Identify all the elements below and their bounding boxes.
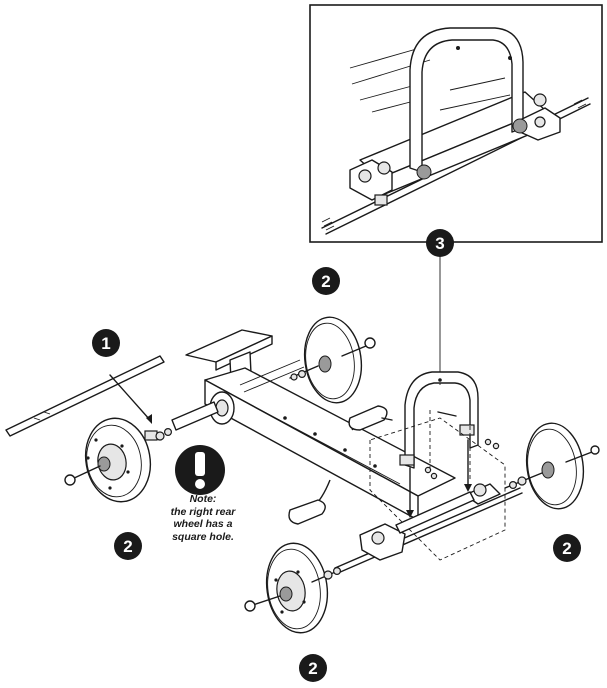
note-line-2: wheel has a xyxy=(173,518,233,530)
wheel-bottom xyxy=(244,542,342,634)
callout-part-2-right-label: 2 xyxy=(562,539,571,558)
detail-inset xyxy=(309,4,603,243)
callout-part-2-bottom: 2 xyxy=(299,654,327,682)
note-line-3: square hole. xyxy=(172,530,234,543)
wheel-left-rear xyxy=(64,417,152,503)
right-rear-wheel-note: Note: the right rear wheel has a square … xyxy=(148,493,258,543)
note-line-1: the right rear xyxy=(170,505,236,518)
callout-part-3: 3 xyxy=(426,229,454,257)
callout-part-1: 1 xyxy=(92,329,120,357)
wheel-top xyxy=(289,316,376,404)
callout-part-2-right: 2 xyxy=(553,534,581,562)
rear-axle-rod xyxy=(5,355,173,441)
note-title: Note: xyxy=(189,493,217,505)
callout-part-3-label: 3 xyxy=(435,234,444,253)
callout-part-2-left-label: 2 xyxy=(123,537,132,556)
callout-part-2-left: 2 xyxy=(114,532,142,560)
callout-part-1-label: 1 xyxy=(101,334,110,353)
exclamation-icon xyxy=(175,445,225,495)
handle-bar xyxy=(369,371,506,561)
main-frame xyxy=(171,329,456,525)
front-axle xyxy=(334,483,523,574)
callout-part-2-top-label: 2 xyxy=(321,272,330,291)
callout-part-2-top: 2 xyxy=(312,267,340,295)
callout-part-2-bottom-label: 2 xyxy=(308,659,317,678)
wheel-right xyxy=(504,422,600,510)
